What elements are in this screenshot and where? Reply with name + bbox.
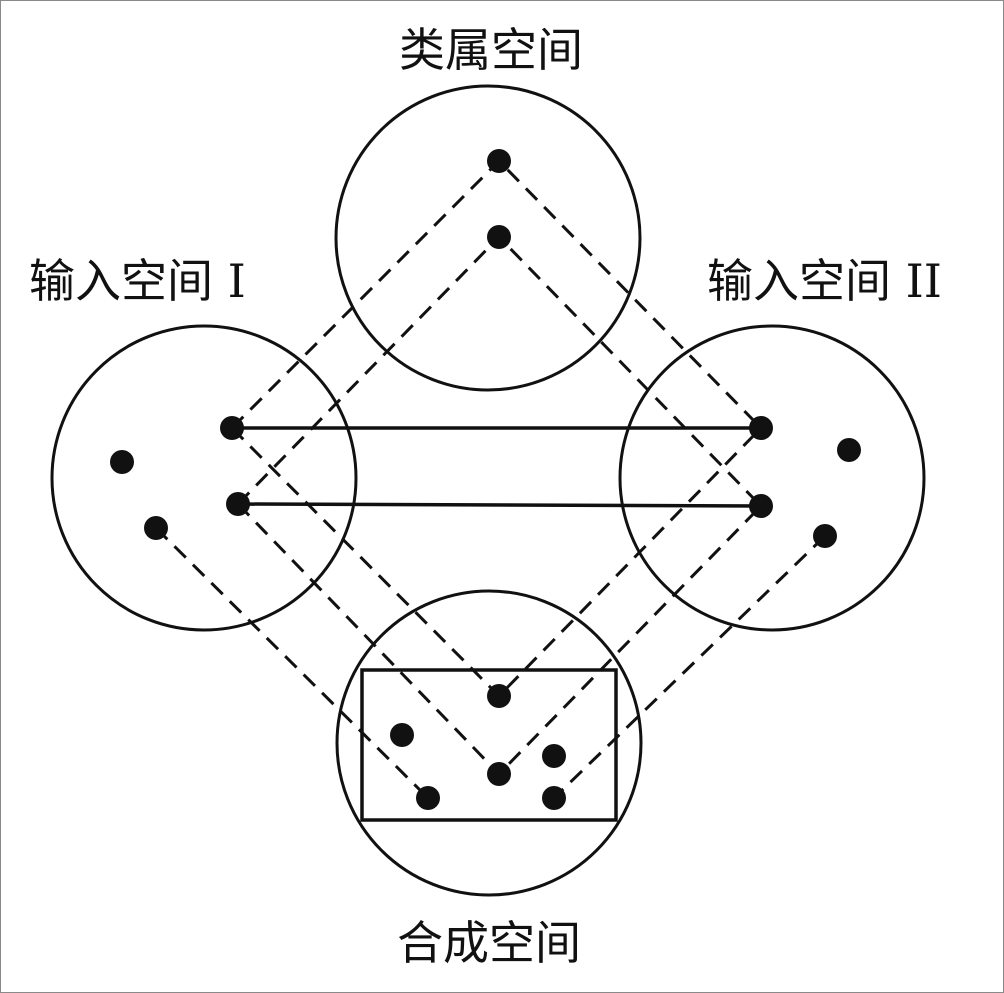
input1-element-dot: [110, 450, 134, 474]
projection-input2-to-blend: [552, 534, 827, 800]
generic-element-dot: [487, 225, 511, 249]
generic-element-dot: [487, 149, 511, 173]
input-space-1-label: 输入空间 I: [29, 254, 246, 308]
input2-element-dot: [749, 494, 773, 518]
projection-generic-outer: [230, 158, 763, 430]
input2-element-dot: [813, 524, 837, 548]
blended-space-circle: [335, 589, 643, 897]
input-space-2-circle: [618, 324, 926, 632]
projection-generic-inner: [236, 234, 763, 508]
projection-input1-to-blend: [154, 526, 430, 800]
generic-space-label: 类属空间: [399, 23, 583, 77]
input1-element-dot: [226, 492, 250, 516]
blend-element-dot: [390, 723, 414, 747]
blend-element-dot: [542, 786, 566, 810]
blend-element-dot: [416, 786, 440, 810]
blend-element-dot: [487, 684, 511, 708]
input1-element-dot: [144, 516, 168, 540]
blended-space-label: 合成空间: [397, 916, 581, 970]
input2-element-dot: [749, 416, 773, 440]
blend-element-dot: [487, 762, 511, 786]
projection-blend-outer: [230, 426, 763, 699]
cross-space-mapping-line-bottom: [237, 502, 762, 508]
blend-frame-rectangle: [360, 668, 618, 822]
generic-space-circle: [334, 84, 642, 392]
input-space-1-circle: [50, 324, 358, 632]
input2-element-dot: [837, 438, 861, 462]
blend-element-dot: [542, 744, 566, 768]
projection-blend-inner: [236, 502, 763, 777]
input1-element-dot: [220, 416, 244, 440]
input-space-2-label: 输入空间 II: [707, 254, 942, 308]
